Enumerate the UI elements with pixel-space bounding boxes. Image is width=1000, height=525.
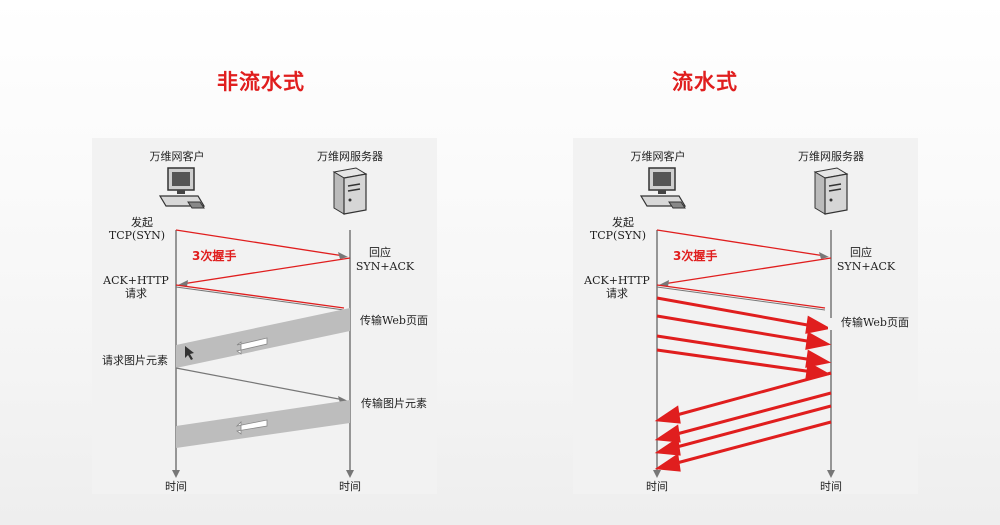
tcp-syn-label: TCP(SYN) bbox=[108, 229, 166, 242]
ack-http-label: ACK+HTTP bbox=[584, 274, 650, 287]
request-label: 请求 bbox=[125, 287, 147, 300]
pipelined-request-arrows bbox=[656, 296, 832, 380]
pipelined-response-arrows bbox=[654, 371, 832, 472]
client-time-arrowhead bbox=[653, 470, 661, 478]
syn-ack-label: SYN+ACK bbox=[355, 260, 415, 273]
web-page-transfer-arrow bbox=[236, 337, 268, 355]
server-time-label: 时间 bbox=[339, 480, 361, 493]
client-time-label: 时间 bbox=[646, 480, 668, 493]
pipelined-svg bbox=[653, 229, 836, 478]
pipelined-title: 流水式 bbox=[672, 70, 738, 94]
pipelined-diagram: 万维网客户 万维网服务器 发起 TCP(SYN) 3次握手 回应 SYN+ACK… bbox=[573, 138, 918, 494]
client-time-label: 时间 bbox=[165, 480, 187, 493]
server-label: 万维网服务器 bbox=[317, 150, 383, 163]
send-label: 发起 bbox=[131, 216, 153, 229]
image-request-arrow bbox=[175, 367, 345, 401]
request-label: 请求 bbox=[606, 287, 628, 300]
send-label: 发起 bbox=[612, 216, 634, 229]
client-label: 万维网客户 bbox=[630, 150, 686, 163]
ack-http-arrow bbox=[656, 284, 826, 309]
transfer-web-label: 传输Web页面 bbox=[360, 314, 428, 327]
non-pipelined-diagram: 万维网客户 万维网服务器 发起 TCP(SYN) 3次握手 回应 SYN+ACK… bbox=[92, 138, 437, 494]
web-page-transfer-band bbox=[176, 308, 350, 368]
reply-label: 回应 bbox=[850, 246, 872, 259]
syn-ack-label: SYN+ACK bbox=[836, 260, 896, 273]
request-image-label: 请求图片元素 bbox=[102, 354, 168, 367]
syn-ack-arrow bbox=[181, 257, 351, 285]
handshake-label: 3次握手 bbox=[673, 249, 718, 263]
cursor-icon bbox=[185, 346, 194, 360]
syn-arrow bbox=[656, 229, 826, 257]
syn-arrow bbox=[175, 229, 345, 257]
server-label: 万维网服务器 bbox=[798, 150, 864, 163]
ack-http-label: ACK+HTTP bbox=[103, 274, 169, 287]
ack-http-arrow bbox=[175, 284, 345, 309]
client-label: 万维网客户 bbox=[149, 150, 205, 163]
handshake-label: 3次握手 bbox=[192, 249, 237, 263]
image-transfer-arrow bbox=[235, 419, 268, 435]
reply-label: 回应 bbox=[369, 246, 391, 259]
server-time-arrowhead bbox=[827, 470, 835, 478]
syn-ack-arrow bbox=[662, 257, 832, 285]
server-time-label: 时间 bbox=[820, 480, 842, 493]
tcp-syn-label: TCP(SYN) bbox=[589, 229, 647, 242]
client-time-arrowhead bbox=[172, 470, 180, 478]
server-time-arrowhead bbox=[346, 470, 354, 478]
non-pipelined-svg bbox=[172, 229, 354, 478]
transfer-web-label: 传输Web页面 bbox=[841, 316, 909, 329]
transfer-image-label: 传输图片元素 bbox=[361, 397, 427, 410]
non-pipelined-title: 非流水式 bbox=[217, 70, 305, 94]
